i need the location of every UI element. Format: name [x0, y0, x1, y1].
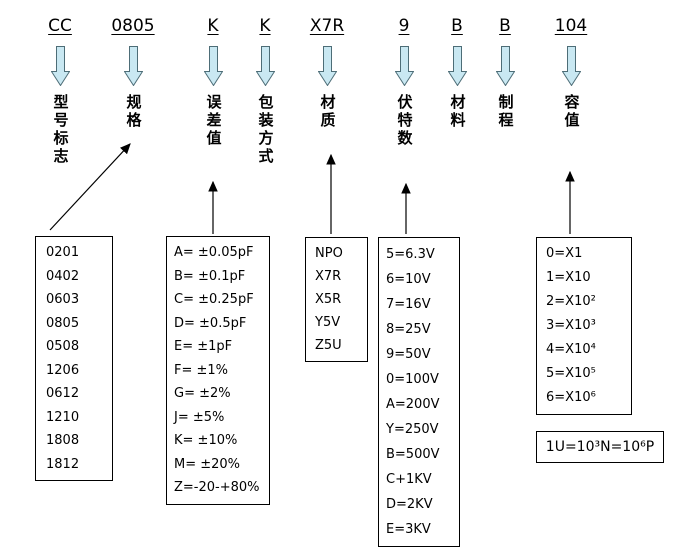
box-line: 0201 — [46, 245, 80, 260]
down-arrow-icon — [447, 46, 467, 86]
code-column: 104 容值 — [543, 16, 599, 130]
code-value: K — [259, 16, 271, 36]
code-label: 包装方式 — [256, 94, 275, 166]
box-line: E= ±1pF — [174, 339, 233, 354]
box-line: 5=X10⁵ — [546, 366, 596, 381]
box-line: 0=100V — [386, 372, 439, 387]
box-line: B= ±0.1pF — [174, 268, 246, 284]
code-value: CC — [48, 16, 72, 36]
voltage-codes-box: 5=6.3V 6=10V 7=16V 8=25V 9=50V 0=100V A=200V Y=… — [378, 237, 460, 547]
code-column: CC 型号标志 — [32, 16, 88, 166]
box-line: M= ±20% — [174, 456, 241, 472]
code-value: X7R — [309, 16, 345, 36]
unit-conversion-note: 1U=10³N=10⁶P — [536, 431, 664, 463]
code-column: 0805 规格 — [105, 16, 161, 130]
box-line: 1210 — [46, 409, 80, 425]
box-line: 1808 — [46, 433, 80, 448]
down-arrow-icon — [561, 46, 581, 86]
code-value: K — [207, 16, 219, 36]
box-line: 0805 — [46, 315, 80, 331]
code-label: 容值 — [562, 94, 581, 130]
box-line: 1=X10 — [546, 270, 591, 285]
box-line: 3=X10³ — [546, 318, 596, 333]
box-line: 0=X1 — [546, 246, 583, 261]
box-line: D= ±0.5pF — [174, 315, 247, 331]
box-line: 7=16V — [386, 297, 431, 312]
box-line: B=500V — [386, 447, 440, 462]
box-line: X5R — [315, 292, 342, 307]
code-value: 0805 — [111, 16, 155, 36]
box-line: C= ±0.25pF — [174, 292, 254, 307]
box-line: Y5V — [315, 315, 341, 330]
code-label: 误差值 — [204, 94, 223, 148]
box-line: E=3KV — [386, 522, 431, 537]
box-line: C+1KV — [386, 472, 432, 487]
code-column: K 误差值 — [185, 16, 241, 148]
code-value: B — [499, 16, 511, 36]
down-arrow-icon — [123, 46, 143, 86]
down-arrow-icon — [495, 46, 515, 86]
code-label: 制程 — [496, 94, 515, 130]
code-column: 9 伏特数 — [376, 16, 432, 148]
tolerance-codes-box: A= ±0.05pF B= ±0.1pF C= ±0.25pF D= ±0.5pF E=… — [166, 236, 270, 505]
box-line: X7R — [315, 269, 342, 284]
box-line: A= ±0.05pF — [174, 245, 254, 260]
size-codes-box: 0201 0402 0603 0805 0508 1206 0612 1210 1808 1812 — [35, 236, 113, 481]
code-value: B — [451, 16, 463, 36]
box-line: 2=X10² — [546, 294, 596, 309]
down-arrow-icon — [255, 46, 275, 86]
box-line: J= ±5% — [174, 409, 225, 425]
box-line: 0603 — [46, 292, 80, 307]
code-column: X7R 材质 — [299, 16, 355, 130]
box-line: 5=6.3V — [386, 247, 435, 262]
code-label: 材质 — [318, 94, 337, 130]
box-line: 1206 — [46, 362, 80, 378]
box-line: 0402 — [46, 268, 80, 284]
code-column: B 制程 — [477, 16, 533, 130]
down-arrow-icon — [203, 46, 223, 86]
down-arrow-icon — [317, 46, 337, 86]
box-line: NPO — [315, 246, 343, 261]
multiplier-codes-box: 0=X1 1=X10 2=X10² 3=X10³ 4=X10⁴ 5=X10⁵ 6=X10⁶ — [536, 237, 632, 415]
box-line: A=200V — [386, 397, 440, 412]
down-arrow-icon — [394, 46, 414, 86]
code-column: K 包装方式 — [237, 16, 293, 166]
box-line: K= ±10% — [174, 433, 238, 448]
code-column: B 材料 — [429, 16, 485, 130]
code-value: 104 — [554, 16, 588, 36]
code-label: 伏特数 — [395, 94, 414, 148]
box-line: 0508 — [46, 339, 80, 354]
box-line: 9=50V — [386, 347, 431, 362]
box-line: 6=10V — [386, 272, 431, 287]
code-label: 材料 — [448, 94, 467, 130]
box-line: 1812 — [46, 456, 80, 472]
dielectric-codes-box: NPO X7R X5R Y5V Z5U — [305, 237, 368, 362]
box-line: Z=-20-+80% — [174, 480, 260, 495]
box-line: G= ±2% — [174, 386, 231, 401]
box-line: 0612 — [46, 386, 80, 401]
box-line: Z5U — [315, 338, 342, 353]
box-line: 8=25V — [386, 322, 431, 337]
box-line: F= ±1% — [174, 362, 229, 378]
box-line: 4=X10⁴ — [546, 342, 596, 357]
box-line: D=2KV — [386, 497, 433, 512]
box-line: 6=X10⁶ — [546, 390, 596, 405]
down-arrow-icon — [50, 46, 70, 86]
box-line: Y=250V — [386, 422, 439, 437]
code-value: 9 — [398, 16, 410, 36]
code-label: 规格 — [124, 94, 143, 130]
code-label: 型号标志 — [51, 94, 70, 166]
